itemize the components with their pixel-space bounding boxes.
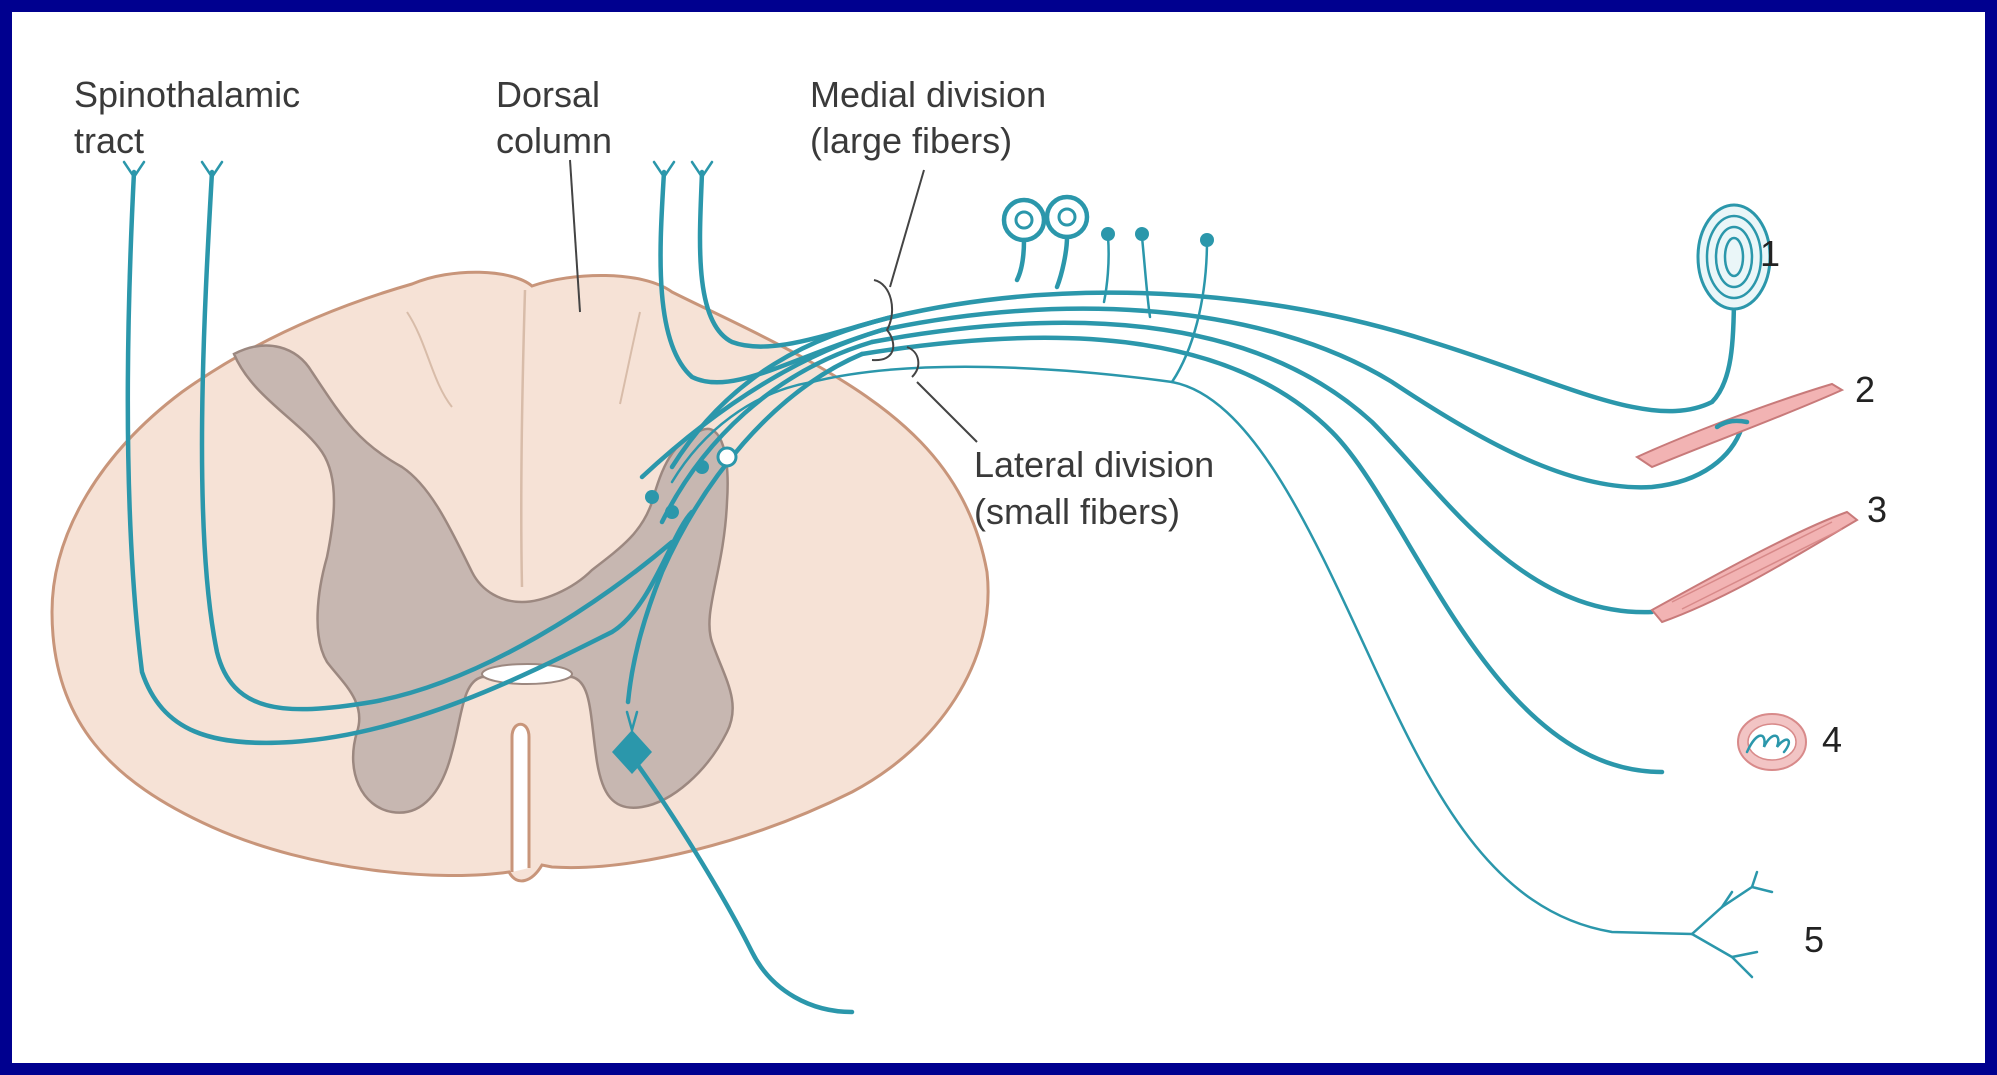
pacinian-corpuscle-icon	[1696, 203, 1772, 311]
spinothalamic-label-line2: tract	[74, 120, 144, 161]
lateral-division-brace	[906, 346, 920, 378]
medial-division-brace	[871, 279, 895, 362]
ganglion-cells	[1001, 194, 1214, 384]
lateral-division-leader	[916, 381, 978, 443]
dorsal-horn-endings	[645, 446, 738, 519]
dorsal-column-leader	[569, 159, 581, 313]
medial-division-label-line2: (large fibers)	[810, 120, 1012, 161]
ventral-median-fissure	[510, 722, 531, 872]
lateral-fiber-to-horn	[670, 380, 814, 484]
lateral-fiber	[810, 365, 1694, 936]
receptor-number-1: 1	[1760, 233, 1780, 274]
medial-fiber-to-horn-2	[639, 327, 885, 480]
diagram-frame: 1 2 3 4 5 Spinothalamic tract Dorsal col…	[12, 12, 1985, 1063]
spinothalamic-label-line1: Spinothalamic	[74, 74, 300, 115]
lateral-division-label-line2: (small fibers)	[974, 491, 1180, 532]
motor-neuron-icon	[612, 730, 652, 774]
spinothalamic-fiber-1	[125, 169, 695, 746]
muscle-fiber-icon	[1650, 510, 1859, 624]
medial-fiber-to-horn-4	[625, 351, 865, 705]
receptor-number-3: 3	[1867, 489, 1887, 530]
spinal-cord-white-matter	[50, 270, 990, 883]
medial-fiber-2	[879, 306, 1745, 490]
spinothalamic-ending-2	[200, 160, 224, 180]
spinothalamic-fiber-2	[199, 169, 675, 712]
dorsal-column-label-line2: column	[496, 120, 612, 161]
dorsal-median-septum	[519, 289, 527, 588]
lateral-division-label-line1: Lateral division	[974, 444, 1214, 485]
motor-axon	[629, 754, 855, 1015]
free-nerve-ending-icon	[1690, 870, 1774, 979]
muscle-spindle-icon	[1634, 382, 1845, 469]
receptor-number-4: 4	[1822, 719, 1842, 760]
medial-fiber-to-horn-3	[659, 339, 875, 525]
medial-division-label-line1: Medial division	[810, 74, 1046, 115]
dorsal-column-label-line1: Dorsal	[496, 74, 600, 115]
ganglion-cell-2	[1044, 194, 1090, 240]
encapsulated-ending-icon	[1737, 713, 1807, 771]
dorsal-column-ending-1	[652, 160, 676, 180]
spinothalamic-ending-1	[122, 160, 146, 180]
ganglion-cell-1	[1001, 197, 1047, 243]
dorsal-intermediate-septum-right	[619, 311, 641, 405]
gray-matter	[232, 344, 734, 814]
spinal-cord-diagram: 1 2 3 4 5 Spinothalamic tract Dorsal col…	[50, 74, 1887, 1015]
dorsal-column-ending-2	[690, 160, 714, 180]
medial-fiber-3	[869, 320, 1655, 615]
medial-division-leader	[889, 169, 925, 288]
medial-fiber-4	[859, 335, 1665, 775]
receptor-number-5: 5	[1804, 919, 1824, 960]
dorsal-intermediate-septum-left	[406, 311, 453, 408]
dorsal-column-fiber-1	[658, 169, 885, 385]
receptor-number-2: 2	[1855, 369, 1875, 410]
medial-fiber-1	[889, 289, 1737, 414]
